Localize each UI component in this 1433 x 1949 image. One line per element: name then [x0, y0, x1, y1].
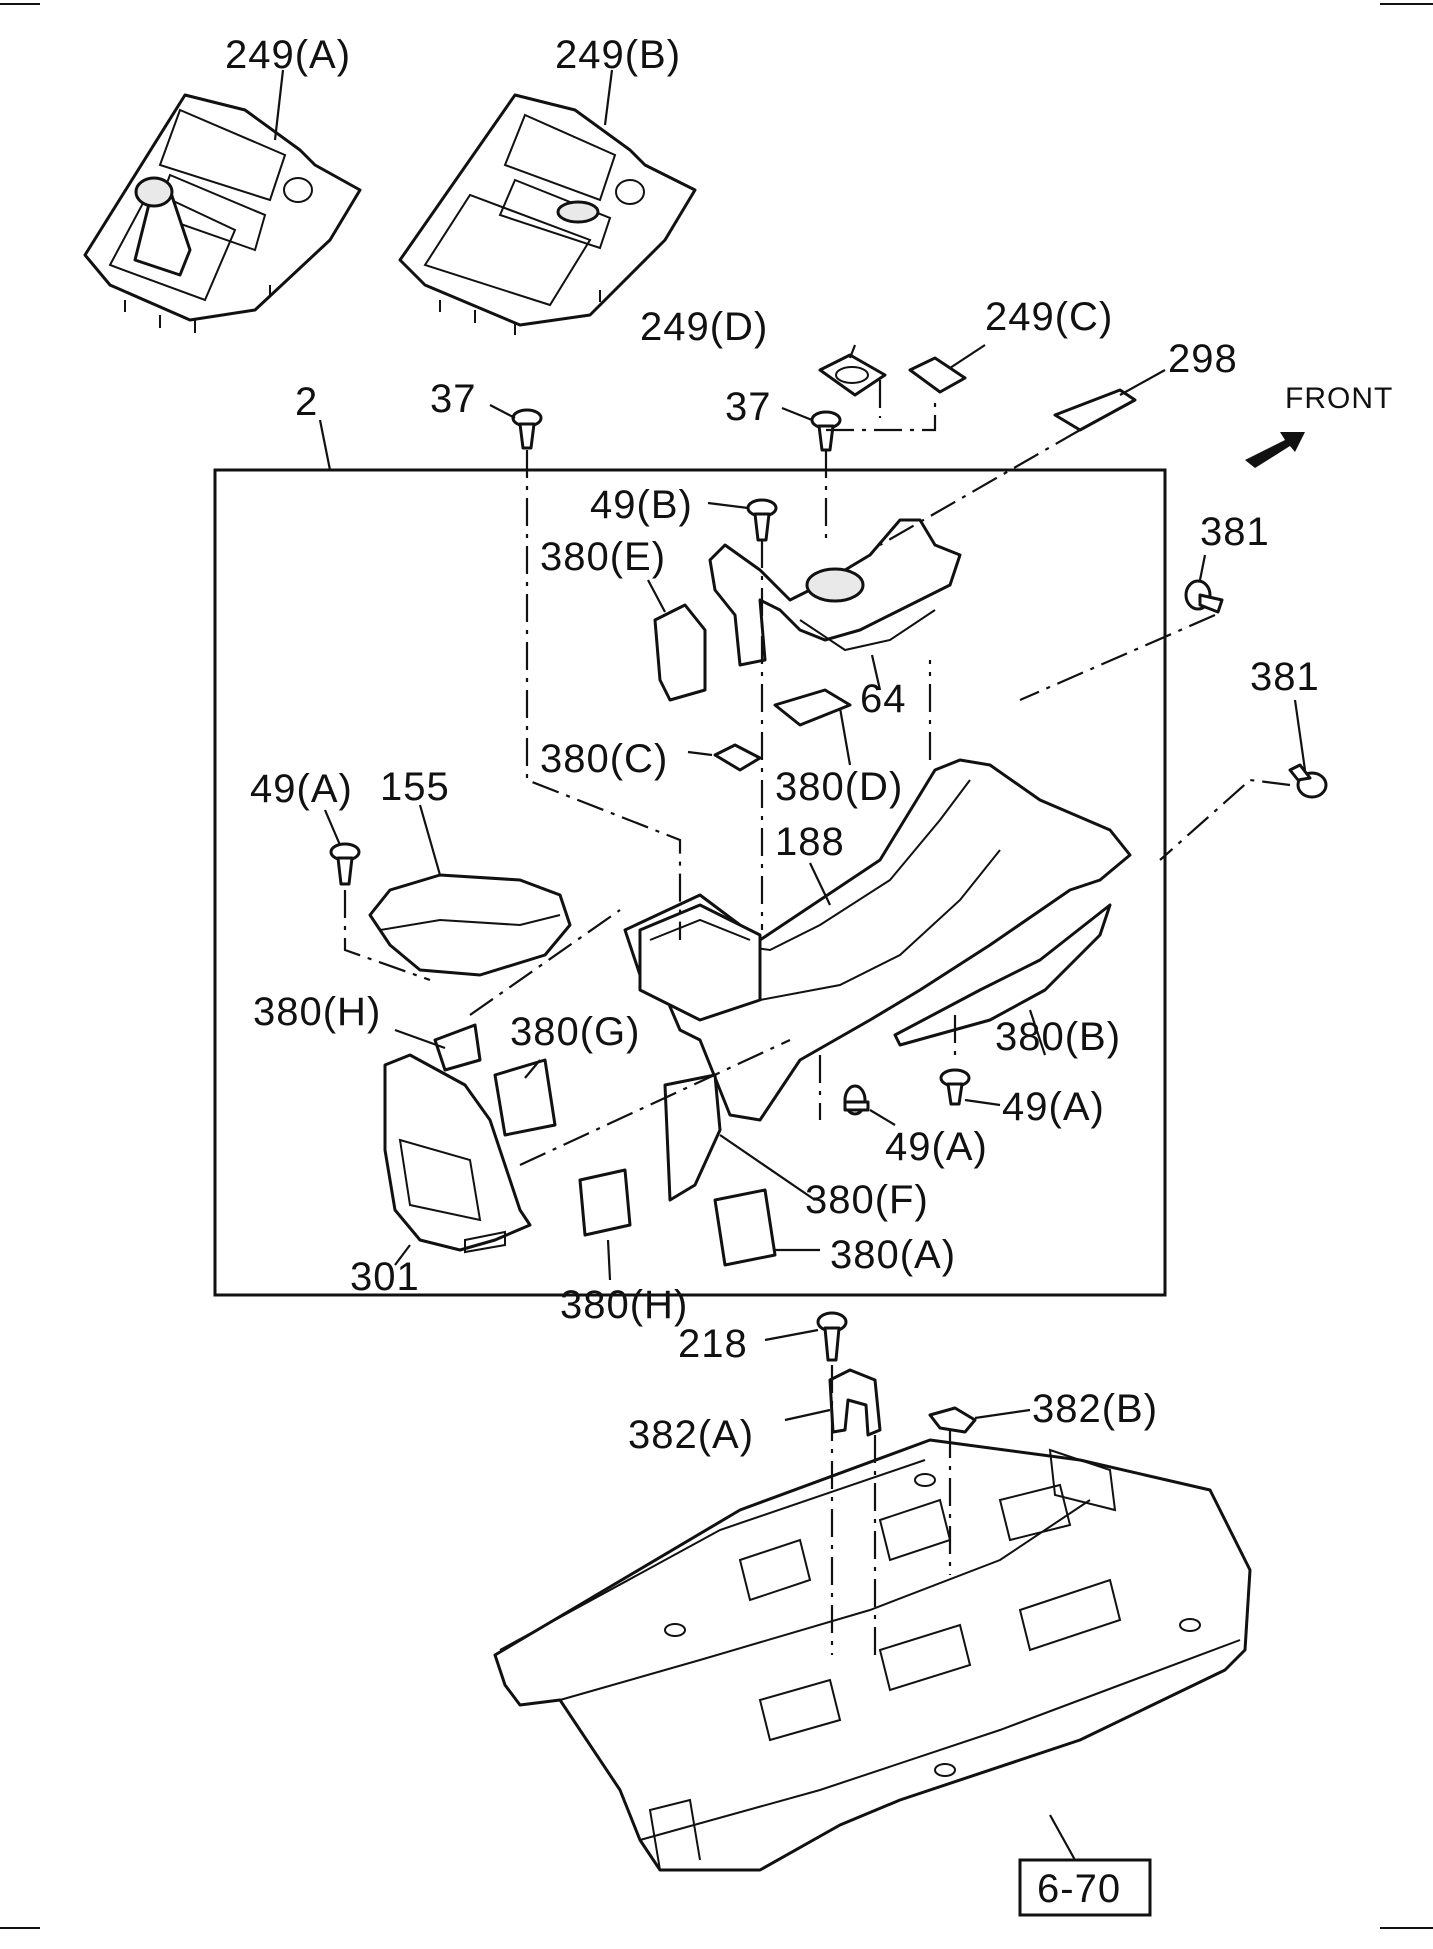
label-380h-top: 380(H) — [253, 990, 381, 1034]
label-37-left: 37 — [430, 377, 477, 421]
label-380e: 380(E) — [540, 535, 666, 579]
label-382b: 382(B) — [1032, 1387, 1158, 1431]
label-249c: 249(C) — [985, 295, 1113, 339]
label-249a: 249(A) — [225, 33, 351, 77]
label-155: 155 — [380, 765, 450, 809]
label-381-top: 381 — [1200, 510, 1270, 554]
part-380g-pad[interactable] — [493, 1058, 557, 1137]
front-arrow-icon — [1245, 432, 1305, 468]
label-380g: 380(G) — [510, 1010, 641, 1054]
leader-lines — [273, 69, 1307, 1861]
label-37-mid: 37 — [725, 385, 772, 429]
clip-381-right[interactable] — [1288, 763, 1328, 799]
label-49a-right: 49(A) — [1002, 1085, 1105, 1129]
screw-37-left[interactable] — [511, 408, 543, 450]
label-64: 64 — [860, 677, 907, 721]
part-380e-liner[interactable] — [653, 603, 707, 702]
part-249c-cap[interactable] — [908, 356, 967, 394]
label-382a: 382(A) — [628, 1413, 754, 1457]
label-380h-bottom: 380(H) — [560, 1283, 688, 1327]
part-249d-cap[interactable] — [818, 353, 887, 397]
label-front: FRONT — [1285, 382, 1393, 415]
label-380a: 380(A) — [830, 1233, 956, 1277]
label-188: 188 — [775, 820, 845, 864]
reference-box[interactable]: 6-70 — [1018, 1858, 1152, 1917]
part-380h-top-pad[interactable] — [433, 1023, 482, 1072]
label-2: 2 — [295, 380, 318, 424]
part-380c-mat[interactable] — [713, 743, 762, 772]
part-298-trim[interactable] — [1053, 388, 1137, 432]
part-380h-bottom-pad[interactable] — [578, 1168, 632, 1237]
label-380c: 380(C) — [540, 737, 668, 781]
label-298: 298 — [1168, 337, 1238, 381]
page-corner-marks — [0, 3, 1433, 1929]
part-188-console-body[interactable] — [623, 758, 1132, 1122]
part-301-rear-panel[interactable] — [383, 1053, 532, 1254]
part-labels: 249(A) 249(B) 249(D) 249(C) 298 FRONT 2 … — [225, 33, 1393, 1457]
label-49a-left: 49(A) — [250, 767, 353, 811]
part-380a-pad[interactable] — [713, 1188, 777, 1267]
part-382b-clip[interactable] — [928, 1406, 977, 1434]
assembly-lines — [343, 380, 1291, 1655]
part-64-upper-console[interactable] — [708, 518, 962, 667]
part-382a-bracket[interactable] — [828, 1368, 882, 1437]
label-380d: 380(D) — [775, 765, 903, 809]
part-249a-shift-panel[interactable] — [83, 93, 362, 333]
part-380d-mat[interactable] — [773, 688, 852, 727]
label-49b: 49(B) — [590, 483, 693, 527]
assembly-frame — [213, 468, 1167, 1297]
screw-49a-mid[interactable] — [843, 1084, 870, 1116]
screw-49b[interactable] — [746, 498, 778, 542]
label-380f: 380(F) — [805, 1178, 929, 1222]
screw-37-mid[interactable] — [810, 410, 842, 452]
label-249d: 249(D) — [640, 305, 768, 349]
floor-pan[interactable] — [493, 1438, 1252, 1872]
label-249b: 249(B) — [555, 33, 681, 77]
label-380b: 380(B) — [995, 1015, 1121, 1059]
part-249b-shift-panel[interactable] — [398, 93, 697, 335]
screw-49a-left[interactable] — [329, 842, 361, 886]
label-49a-mid: 49(A) — [885, 1125, 988, 1169]
label-218: 218 — [678, 1322, 748, 1366]
part-155-armrest[interactable] — [368, 873, 572, 977]
label-301: 301 — [350, 1255, 420, 1299]
clip-381-top[interactable] — [1184, 579, 1224, 614]
part-380b-pad[interactable] — [893, 903, 1112, 1047]
screw-49a-right[interactable] — [939, 1068, 971, 1106]
bolt-218[interactable] — [816, 1311, 848, 1362]
reference-label: 6-70 — [1037, 1867, 1121, 1911]
label-381-right: 381 — [1250, 655, 1320, 699]
part-380f-pad[interactable] — [663, 1073, 722, 1202]
